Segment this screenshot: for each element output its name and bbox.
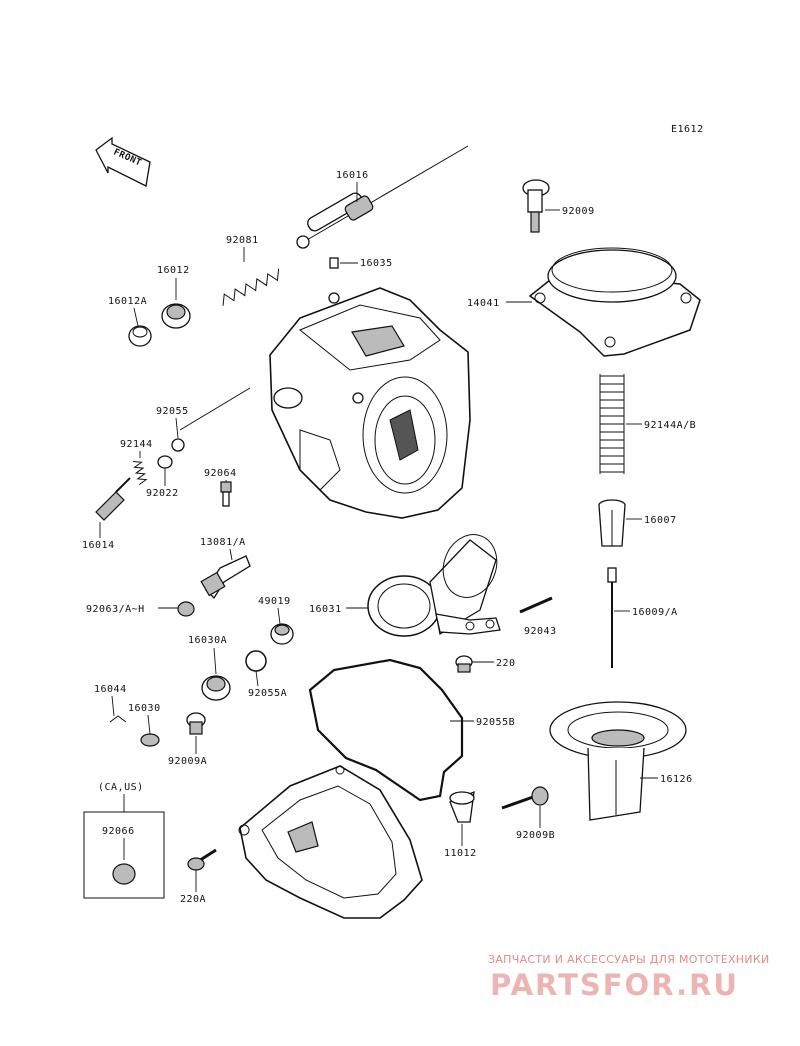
label-92009b: 92009B xyxy=(516,830,555,841)
label-16009a: 16009/A xyxy=(632,607,678,618)
label-92063ah: 92063/A~H xyxy=(86,604,145,615)
part-92066-plug xyxy=(112,863,136,885)
label-220a: 220A xyxy=(180,894,206,905)
label-92066: 92066 xyxy=(102,826,135,837)
part-92144ab-spring xyxy=(599,374,625,474)
label-92144ab: 92144A/B xyxy=(644,420,696,431)
part-16009a-needle xyxy=(607,567,617,668)
part-16012-cap xyxy=(161,303,191,329)
label-92043: 92043 xyxy=(524,626,557,637)
label-220: 220 xyxy=(496,658,516,669)
label-16126: 16126 xyxy=(660,774,693,785)
part-92009-screw xyxy=(522,179,550,233)
part-16007-holder xyxy=(598,499,626,547)
label-92055b: 92055B xyxy=(476,717,515,728)
label-16044: 16044 xyxy=(94,684,127,695)
label-16016: 16016 xyxy=(336,170,369,181)
part-14041-top-cover xyxy=(528,247,701,357)
part-92022-washer xyxy=(157,455,173,469)
front-arrow-icon: FRONT xyxy=(95,136,151,187)
part-92064-screw xyxy=(220,481,232,507)
part-92063-jet xyxy=(177,601,195,617)
label-14041: 14041 xyxy=(467,298,500,309)
label-92055: 92055 xyxy=(156,406,189,417)
label-16030: 16030 xyxy=(128,703,161,714)
label-92022: 92022 xyxy=(146,488,179,499)
part-float-bowl xyxy=(238,765,423,919)
label-92144: 92144 xyxy=(120,439,153,450)
label-11012: 11012 xyxy=(444,848,477,859)
part-92055b-gasket xyxy=(308,658,464,802)
label-ca-us: (CA,US) xyxy=(98,782,144,793)
watermark-caption: ЗАПЧАСТИ И АКСЕССУАРЫ ДЛЯ МОТОТЕХНИКИ xyxy=(488,953,770,966)
part-16126-piston xyxy=(549,701,687,821)
label-92055a: 92055A xyxy=(248,688,287,699)
label-16012a: 16012A xyxy=(108,296,147,307)
part-92009b-screw xyxy=(501,786,549,810)
part-16030-valve xyxy=(140,733,160,747)
part-carburetor-body xyxy=(269,287,471,519)
part-92081-spring xyxy=(222,268,280,306)
label-16035: 16035 xyxy=(360,258,393,269)
label-16014: 16014 xyxy=(82,540,115,551)
part-92043-pin xyxy=(519,596,553,614)
diagram-ref-code: E1612 xyxy=(671,124,704,135)
part-16012a-cap xyxy=(128,325,152,347)
label-16031: 16031 xyxy=(309,604,342,615)
label-92009a: 92009A xyxy=(168,756,207,767)
part-16030a-valve xyxy=(201,675,231,701)
part-16014-screw xyxy=(95,477,131,521)
part-16044-clip xyxy=(109,715,127,723)
part-92055-oring xyxy=(171,438,185,452)
label-16030a: 16030A xyxy=(188,635,227,646)
label-13081a: 13081/A xyxy=(200,537,246,548)
label-16012: 16012 xyxy=(157,265,190,276)
part-13081a-fitting xyxy=(200,555,251,600)
part-92055a-oring xyxy=(245,650,267,672)
part-11012-boot xyxy=(449,790,475,823)
part-92009a-screw xyxy=(186,712,206,735)
axis-line-left xyxy=(179,387,251,431)
watermark-logo: PARTSFOR.RU xyxy=(490,968,739,1002)
label-16007: 16007 xyxy=(644,515,677,526)
part-92144-spring xyxy=(132,460,148,486)
part-16016-throttle-shaft xyxy=(296,192,374,249)
label-92064: 92064 xyxy=(204,468,237,479)
part-92066-box xyxy=(83,811,165,899)
label-92081: 92081 xyxy=(226,235,259,246)
part-16035 xyxy=(329,257,339,269)
part-220-screw xyxy=(455,655,473,673)
label-49019: 49019 xyxy=(258,596,291,607)
part-220a-screw xyxy=(187,848,217,871)
part-16031-intake xyxy=(367,534,501,637)
shaft-axis-line xyxy=(299,145,469,245)
label-92009: 92009 xyxy=(562,206,595,217)
part-49019-cap xyxy=(270,623,294,645)
